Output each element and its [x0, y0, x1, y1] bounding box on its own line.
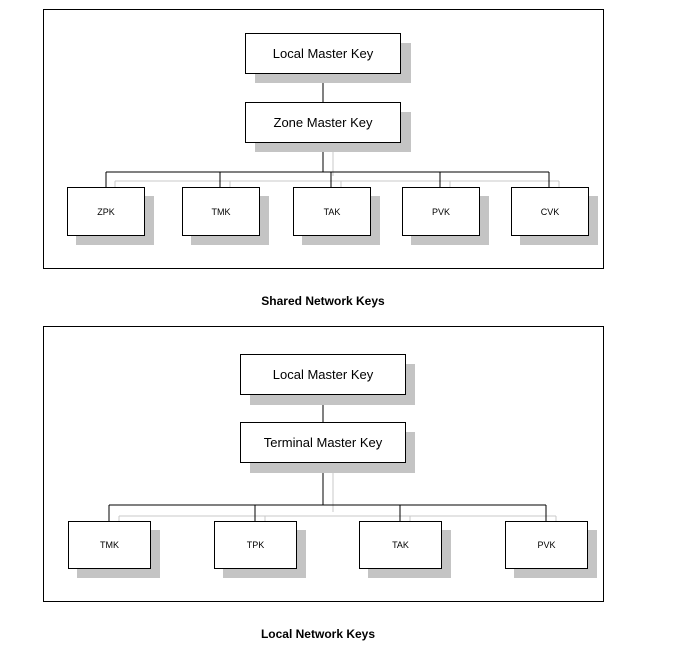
root-key-label: Local Master Key: [272, 46, 374, 61]
leaf-key-box: TMK: [182, 187, 260, 236]
terminal-master-key-box: Terminal Master Key: [240, 422, 406, 463]
leaf-key-label: TAK: [392, 540, 409, 550]
leaf-key-label: TMK: [211, 206, 231, 217]
leaf-key-box: TPK: [214, 521, 297, 569]
leaf-key-label: CVK: [540, 206, 560, 217]
leaf-key-label: TAK: [323, 206, 341, 217]
leaf-key-label: PVK: [537, 540, 556, 550]
leaf-key-box: TMK: [68, 521, 151, 569]
leaf-key-box: PVK: [402, 187, 480, 236]
zone-master-key-box: Zone Master Key: [245, 102, 401, 143]
zone-master-key-label: Zone Master Key: [273, 115, 373, 130]
leaf-key-label: PVK: [431, 206, 450, 217]
leaf-key-box: PVK: [505, 521, 588, 569]
shared-network-keys-caption: Shared Network Keys: [261, 294, 385, 308]
leaf-key-label: TMK: [100, 540, 119, 550]
leaf-key-box: CVK: [511, 187, 589, 236]
leaf-key-box: ZPK: [67, 187, 145, 236]
terminal-master-key-label: Terminal Master Key: [263, 435, 383, 450]
root-key-box: Local Master Key: [245, 33, 401, 74]
leaf-key-label: ZPK: [97, 206, 115, 217]
leaf-key-label: TPK: [246, 540, 265, 550]
local-network-keys-caption: Local Network Keys: [260, 627, 376, 641]
leaf-key-box: TAK: [293, 187, 371, 236]
leaf-key-box: TAK: [359, 521, 442, 569]
root-key-box: Local Master Key: [240, 354, 406, 395]
root-key-label: Local Master Key: [272, 367, 374, 382]
